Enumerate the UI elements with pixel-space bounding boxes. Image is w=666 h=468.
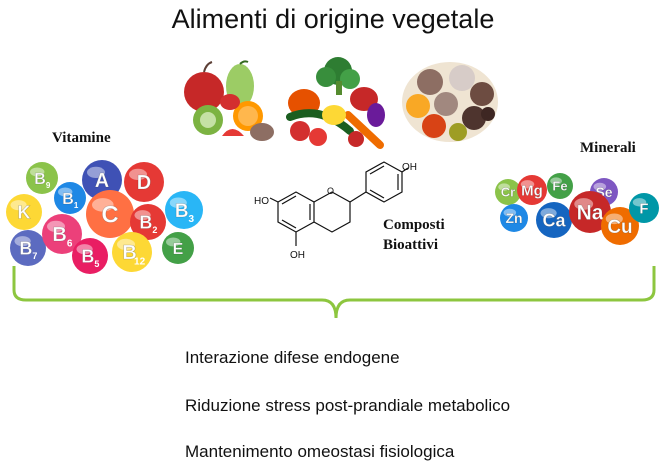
vitamins-label: Vitamine — [52, 130, 111, 146]
mineral-ball: Zn — [500, 204, 528, 232]
svg-text:K: K — [18, 202, 31, 222]
effect-item: Riduzione stress post-prandiale metaboli… — [185, 396, 511, 415]
vitamin-ball: K — [6, 194, 42, 230]
bioactive-label: Composti Bioattivi — [383, 215, 445, 255]
svg-text:D: D — [137, 172, 151, 194]
mineral-ball: F — [629, 193, 659, 223]
svg-text:B: B — [81, 246, 94, 266]
svg-text:6: 6 — [67, 238, 73, 249]
vitamin-ball: A — [82, 160, 122, 200]
diagram-title: Alimenti di origine vegetale — [171, 4, 495, 34]
svg-text:Na: Na — [577, 202, 604, 225]
mineral-ball: Fe — [547, 173, 573, 199]
oh-label-a: OH — [290, 250, 305, 261]
effect-item: Mantenimento omeostasi fisiologica — [185, 442, 455, 461]
svg-text:9: 9 — [46, 181, 51, 190]
mineral-ball: Mg — [517, 175, 547, 205]
svg-text:B: B — [52, 224, 66, 246]
bioactive-label-line2: Bioattivi — [383, 237, 438, 253]
vitamin-ball: D — [124, 162, 164, 202]
svg-text:Cu: Cu — [607, 217, 632, 238]
minerals-label: Minerali — [580, 140, 636, 156]
svg-text:E: E — [173, 241, 184, 258]
svg-text:7: 7 — [32, 251, 37, 261]
mineral-ball: Se — [590, 178, 618, 206]
ho-label-a: HO — [254, 196, 269, 207]
svg-text:Cr: Cr — [501, 185, 515, 200]
svg-text:1: 1 — [74, 201, 79, 210]
svg-text:Mg: Mg — [521, 182, 543, 199]
svg-text:Fe: Fe — [552, 179, 567, 194]
svg-text:2: 2 — [152, 225, 157, 235]
vitamin-ball: B12 — [112, 232, 152, 272]
mineral-ball: Na — [569, 191, 611, 233]
svg-text:Ca: Ca — [542, 210, 566, 230]
svg-text:B: B — [139, 212, 152, 232]
vegetables-icon — [286, 57, 385, 149]
svg-text:3: 3 — [188, 214, 194, 225]
mineral-ball: Cu — [601, 207, 639, 245]
svg-text:F: F — [639, 200, 648, 217]
svg-text:B: B — [34, 171, 46, 188]
vitamin-ball: E — [162, 232, 194, 264]
mineral-ball: Ca — [536, 202, 572, 238]
svg-text:12: 12 — [134, 256, 146, 267]
oh-label-b: OH — [402, 162, 417, 173]
svg-text:Zn: Zn — [505, 210, 522, 226]
svg-text:B: B — [62, 191, 74, 208]
fruit-icon — [184, 60, 274, 141]
svg-text:O: O — [327, 186, 334, 196]
svg-text:B: B — [19, 238, 32, 258]
legumes-icon — [402, 62, 498, 142]
effect-item: Interazione difese endogene — [185, 348, 400, 367]
grouping-brace — [12, 266, 656, 319]
svg-text:B: B — [122, 242, 136, 264]
vitamin-ball: C — [86, 190, 134, 238]
bioactive-label-line1: Composti — [383, 217, 445, 233]
flavan-molecule-icon: O OH HO OH — [254, 161, 417, 261]
svg-text:A: A — [95, 170, 109, 192]
svg-text:5: 5 — [94, 259, 99, 269]
svg-text:C: C — [101, 202, 118, 229]
mineral-ball: Cr — [495, 179, 521, 205]
svg-text:B: B — [175, 201, 189, 222]
